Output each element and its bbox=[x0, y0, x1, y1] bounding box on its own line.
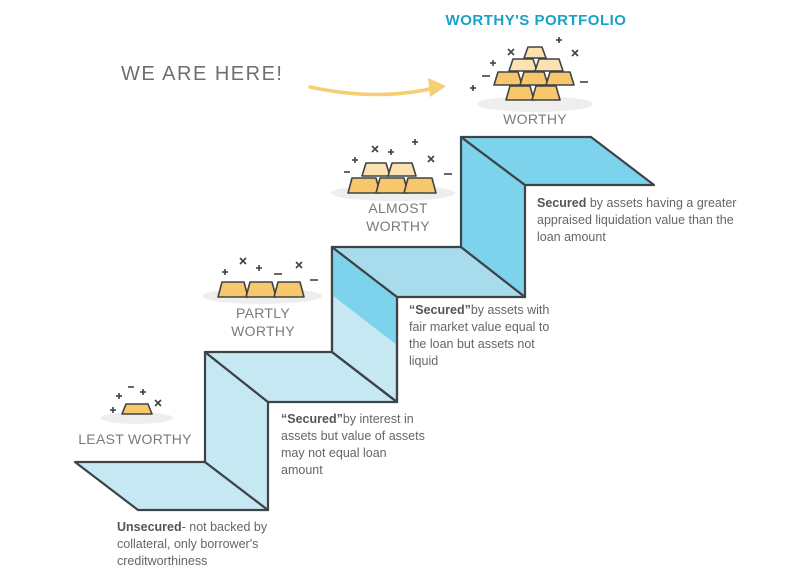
level-description-almost-worthy: “Secured”by assets with fair market valu… bbox=[409, 302, 559, 370]
level-label-worthy: WORTHY bbox=[503, 111, 567, 127]
level-label-almost-worthy: ALMOST WORTHY bbox=[360, 199, 436, 235]
description-bold: “Secured” bbox=[409, 303, 471, 317]
gold-bars-icon bbox=[202, 257, 322, 304]
description-bold: Unsecured bbox=[117, 520, 182, 534]
diagram-title: WORTHY'S PORTFOLIO bbox=[445, 12, 627, 29]
level-description-partly-worthy: “Secured”by interest in assets but value… bbox=[281, 411, 431, 479]
step-4-tread bbox=[459, 135, 656, 187]
staircase bbox=[73, 135, 656, 512]
level-description-least-worthy: Unsecured- not backed by collateral, onl… bbox=[117, 519, 317, 570]
description-text: by assets having a greater appraised liq… bbox=[537, 196, 737, 244]
description-bold: “Secured” bbox=[281, 412, 343, 426]
description-text: by assets with fair market value equal t… bbox=[409, 303, 550, 368]
arrow-icon bbox=[308, 78, 446, 97]
level-label-partly-worthy: PARTLY WORTHY bbox=[228, 304, 298, 340]
description-bold: Secured bbox=[537, 196, 587, 210]
level-label-text: ALMOST WORTHY bbox=[366, 200, 430, 234]
level-label-least-worthy: LEAST WORTHY bbox=[78, 431, 192, 447]
description-text: by interest in assets but value of asset… bbox=[281, 412, 425, 477]
description-text: - not backed by collateral, only borrowe… bbox=[117, 520, 268, 568]
level-description-worthy: Secured by assets having a greater appra… bbox=[537, 195, 737, 246]
we-are-here-label: WE ARE HERE! bbox=[121, 63, 284, 85]
level-label-text: PARTLY WORTHY bbox=[231, 305, 295, 339]
gold-bars-icon bbox=[331, 139, 455, 201]
gold-bars-icon bbox=[101, 386, 173, 424]
gold-bars-icon bbox=[470, 37, 593, 112]
